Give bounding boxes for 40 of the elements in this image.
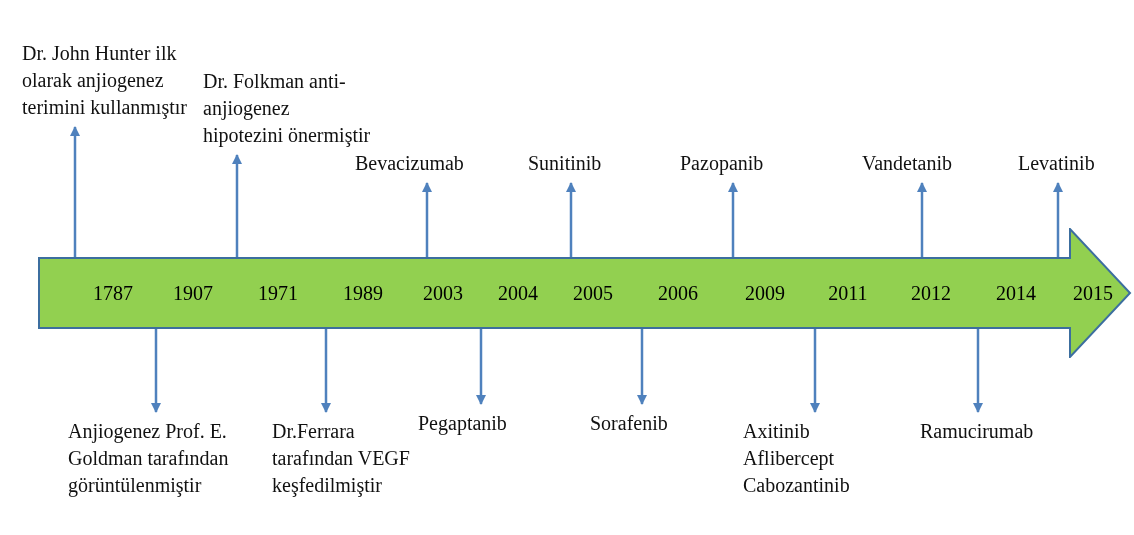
year-label: 2009 (735, 258, 795, 328)
year-label: 2014 (986, 258, 1046, 328)
year-label: 2004 (488, 258, 548, 328)
event-text: Pegaptanib (418, 410, 507, 437)
event-text: Sunitinib (528, 150, 602, 177)
event-text: Anjiogenez Prof. E. Goldman tarafından görüntülenmiştir (68, 418, 258, 499)
year-label: 1787 (83, 258, 143, 328)
arrow (476, 328, 486, 405)
year-label: 2011 (818, 258, 878, 328)
event-text: Dr. Folkman anti-anjiogenez hipotezini önermiştir (203, 68, 373, 149)
event-text: Sorafenib (590, 410, 668, 437)
event-text: Ramucirumab (920, 418, 1034, 445)
arrow (973, 328, 983, 413)
year-label: 1971 (248, 258, 308, 328)
arrow (566, 182, 576, 258)
year-label: 2006 (648, 258, 708, 328)
arrow (422, 182, 432, 258)
year-label: 2003 (413, 258, 473, 328)
arrow (637, 328, 647, 405)
arrow (810, 328, 820, 413)
event-text: Levatinib (1018, 150, 1095, 177)
event-text: Dr. John Hunter ilk olarak anjiogenez terimini kullanmıştır (22, 40, 192, 121)
drug-name: Aflibercept (743, 446, 836, 472)
drug-name: Cabozantinib (743, 473, 850, 498)
year-label: 2012 (901, 258, 961, 328)
year-label: 1907 (163, 258, 223, 328)
arrow (70, 126, 80, 258)
arrow (728, 182, 738, 258)
arrow (1053, 182, 1063, 258)
event-text: Bevacizumab (355, 150, 464, 177)
year-label: 2005 (563, 258, 623, 328)
arrow (917, 182, 927, 258)
event-text: Vandetanib (862, 150, 952, 177)
drug-name: Axitinib (743, 419, 811, 444)
arrow (321, 328, 331, 413)
event-text: Pazopanib (680, 150, 764, 177)
year-label: 1989 (333, 258, 393, 328)
year-label: 2015 (1063, 258, 1123, 328)
arrow (232, 154, 242, 258)
arrow (151, 328, 161, 413)
